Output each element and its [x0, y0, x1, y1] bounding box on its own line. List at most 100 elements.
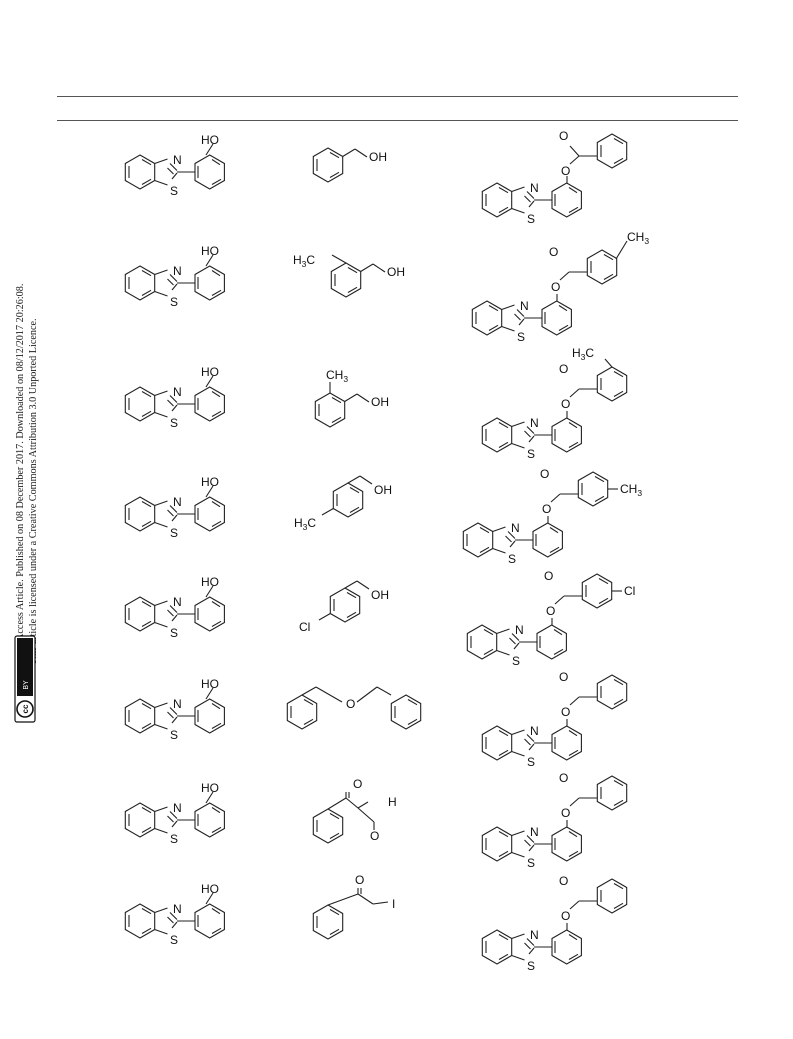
product-row-6: N S O O	[481, 670, 628, 769]
atom-label: S	[527, 856, 535, 870]
atom-label: N	[530, 928, 539, 942]
atom-label: O	[559, 362, 568, 376]
atom-label: O	[561, 164, 570, 178]
atom-label: OH	[371, 395, 389, 409]
reactant-row-4: N S HO	[125, 475, 224, 540]
reagent-4-methylbenzyl-alcohol: H3C OH	[294, 475, 392, 532]
atom-label: S	[170, 416, 178, 430]
atom-label: O	[353, 777, 362, 791]
atom-label: HO	[201, 677, 219, 691]
atom-label: O	[370, 829, 379, 843]
reactant-row-1: N S HO	[125, 133, 224, 198]
atom-label: OH	[387, 265, 405, 279]
atom-label: Cl	[299, 620, 310, 634]
table-header-rule	[57, 120, 738, 121]
atom-label: N	[515, 623, 524, 637]
atom-label: N	[173, 495, 182, 509]
atom-label: N	[173, 902, 182, 916]
atom-label: N	[530, 825, 539, 839]
reactant-row-8: N S HO	[125, 882, 224, 947]
atom-label: N	[173, 264, 182, 278]
reactant-row-7: N S HO	[125, 781, 224, 846]
atom-label: S	[170, 933, 178, 947]
reagent-4-chlorobenzyl-alcohol: Cl OH	[299, 580, 389, 634]
atom-label: N	[511, 521, 520, 535]
atom-label: S	[170, 728, 178, 742]
atom-label: S	[517, 330, 525, 344]
atom-label: O	[346, 697, 355, 711]
atom-label: O	[559, 129, 568, 143]
atom-label: HO	[201, 244, 219, 258]
atom-label: HO	[201, 781, 219, 795]
license-sidebar: Open Access Article. Published on 08 Dec…	[14, 195, 46, 723]
atom-label: S	[512, 654, 520, 668]
atom-label: N	[530, 724, 539, 738]
product-row-7: N S O O	[481, 771, 628, 870]
by-label: BY	[23, 680, 30, 690]
reactant-row-2: N S HO	[125, 244, 224, 309]
atom-label: O	[559, 874, 568, 888]
atom-label: S	[170, 295, 178, 309]
reagent-3-methylbenzyl-alcohol: H3C OH	[293, 253, 405, 298]
atom-label: O	[549, 245, 558, 259]
atom-label: O	[559, 670, 568, 684]
reagent-2-methylbenzyl-alcohol: CH3 OH	[314, 368, 389, 428]
reactant-row-6: N S HO	[125, 677, 224, 742]
atom-label: OH	[369, 150, 387, 164]
cc-by-badge[interactable]: cc BY	[14, 635, 36, 723]
atom-label: N	[173, 385, 182, 399]
product-row-8: N S O O	[481, 874, 628, 973]
atom-label: HO	[201, 365, 219, 379]
column-reagent: OH H3C OH CH3 OH H3C OH	[286, 147, 422, 940]
reactant-row-5: N S HO	[125, 575, 224, 640]
atom-label: H3C	[293, 253, 315, 269]
atom-label: N	[173, 801, 182, 815]
atom-label: O	[551, 280, 560, 294]
atom-label: O	[561, 705, 570, 719]
atom-label: S	[527, 959, 535, 973]
atom-label: O	[544, 569, 553, 583]
atom-label: S	[170, 184, 178, 198]
atom-label: HO	[201, 475, 219, 489]
atom-label: N	[173, 153, 182, 167]
atom-label: CH3	[627, 230, 649, 246]
atom-label: S	[170, 526, 178, 540]
atom-label: I	[392, 897, 395, 911]
reagent-2-iodoacetophenone: O I	[312, 873, 395, 940]
product-row-1: N S O O	[481, 129, 628, 226]
column-product: N S O O N S O O CH3 N S	[462, 129, 649, 973]
reagent-benzyl-alcohol: OH	[312, 147, 387, 183]
atom-label: O	[546, 604, 555, 618]
reagent-dibenzyl-ether: O	[286, 686, 422, 730]
atom-label: O	[561, 397, 570, 411]
atom-label: CH3	[620, 482, 642, 498]
reactant-row-3: N S HO	[125, 365, 224, 430]
atom-label: S	[527, 447, 535, 461]
reagent-phenylglyoxal: O H O	[312, 777, 397, 844]
atom-label: S	[527, 755, 535, 769]
atom-label: N	[173, 697, 182, 711]
atom-label: HO	[201, 575, 219, 589]
atom-label: CH3	[326, 368, 348, 384]
atom-label: OH	[374, 483, 392, 497]
atom-label: H3C	[572, 346, 594, 362]
atom-label: S	[508, 552, 516, 566]
atom-label: N	[530, 416, 539, 430]
atom-label: N	[173, 595, 182, 609]
atom-label: O	[559, 771, 568, 785]
atom-label: H	[388, 795, 397, 809]
atom-label: H3C	[294, 516, 316, 532]
atom-label: N	[520, 299, 529, 313]
product-row-2: N S O O CH3	[471, 230, 649, 344]
product-row-3: N S O O H3C	[481, 346, 628, 461]
atom-label: O	[355, 873, 364, 887]
atom-label: Cl	[624, 584, 635, 598]
atom-label: O	[561, 806, 570, 820]
atom-label: OH	[371, 588, 389, 602]
cc-icon	[16, 700, 34, 718]
atom-label: S	[170, 832, 178, 846]
product-row-4: N S O O CH3	[462, 467, 642, 566]
atom-label: O	[561, 909, 570, 923]
atom-label: O	[540, 467, 549, 481]
